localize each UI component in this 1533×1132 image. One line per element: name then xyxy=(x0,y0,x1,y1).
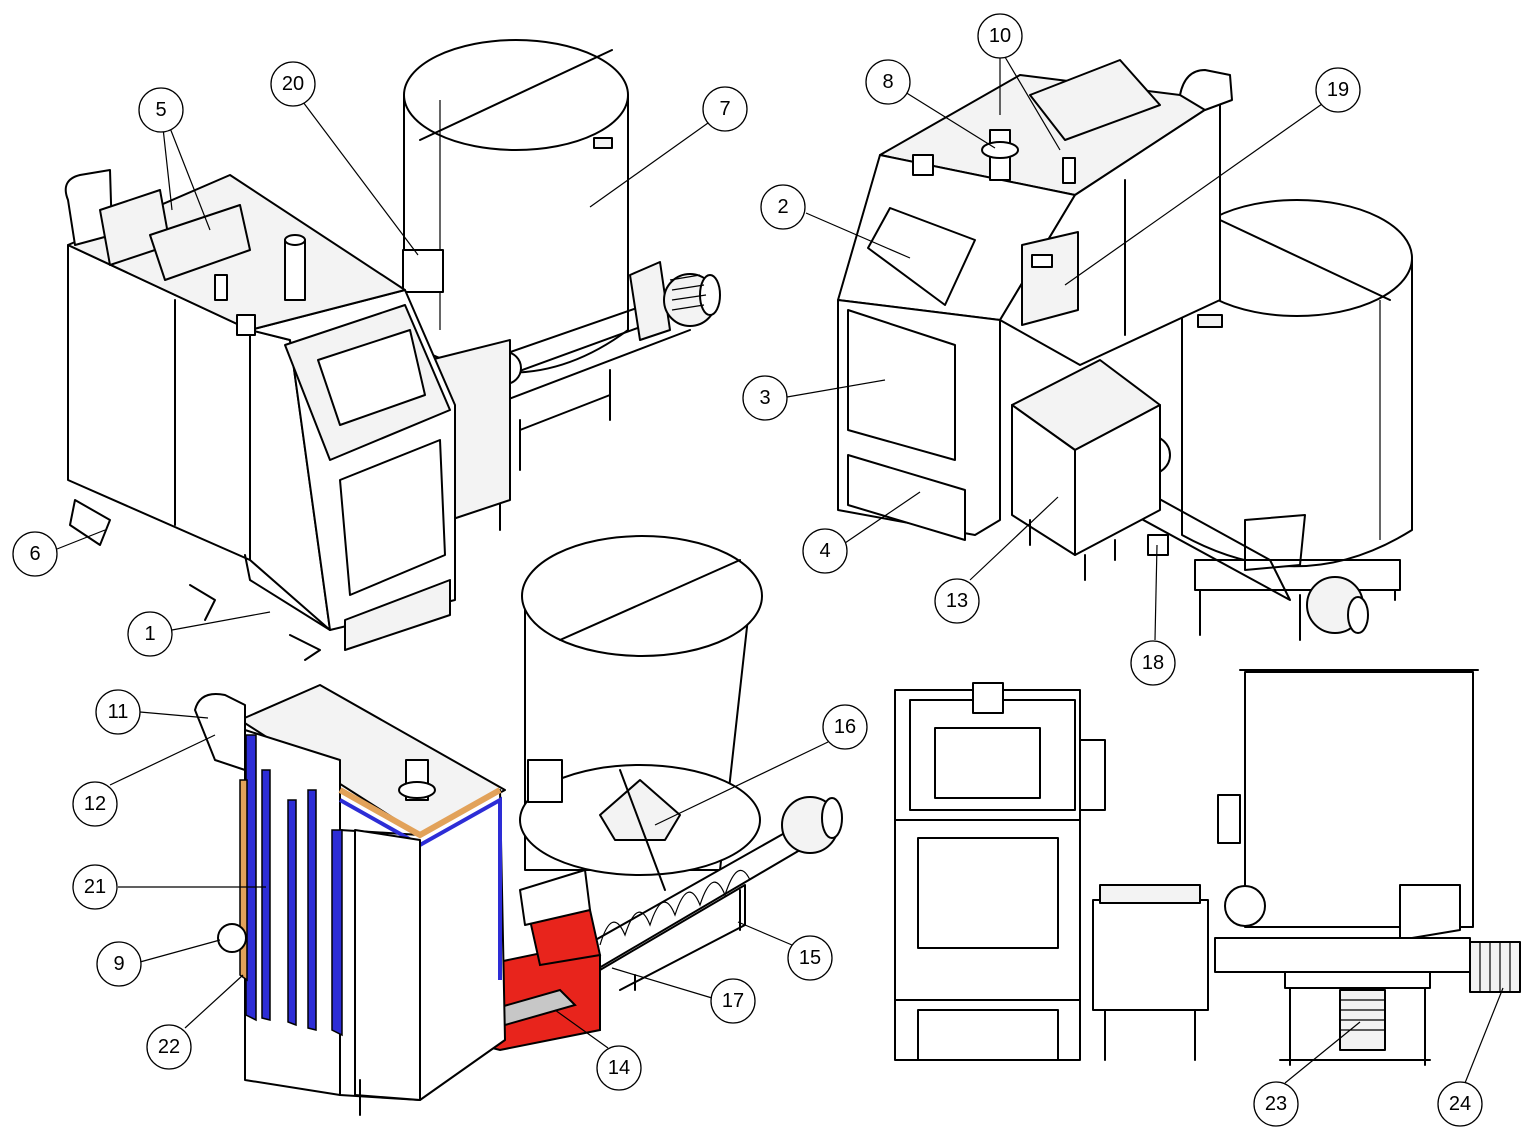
callout-leaders xyxy=(56,56,1504,1084)
callout-21: 21 xyxy=(72,864,118,910)
leader-20 xyxy=(302,101,419,256)
leader-4 xyxy=(844,491,921,544)
callout-13: 13 xyxy=(934,578,980,624)
view-bottom-left-section xyxy=(194,535,843,1116)
callout-bubbles: 1 2 3 4 5 6 7 8 9 10 11 12 13 14 15 16 1… xyxy=(12,13,1483,1127)
callout-2: 2 xyxy=(760,184,806,230)
leader-9 xyxy=(139,939,221,963)
callout-19-label: 19 xyxy=(1327,79,1349,101)
auger-motor xyxy=(629,261,721,341)
callout-7-label: 7 xyxy=(719,98,730,120)
callout-13-label: 13 xyxy=(946,590,968,612)
callout-5: 5 xyxy=(138,87,184,133)
callout-8: 8 xyxy=(865,59,911,105)
callout-12-label: 12 xyxy=(84,793,106,815)
leader-10b xyxy=(1004,56,1061,151)
callout-22-label: 22 xyxy=(158,1036,180,1058)
callout-24-label: 24 xyxy=(1449,1093,1471,1115)
callout-21-label: 21 xyxy=(84,876,106,898)
callout-9: 9 xyxy=(96,941,142,987)
leader-16 xyxy=(654,741,829,826)
auger-elevation xyxy=(1214,937,1521,1066)
boiler-cutaway xyxy=(194,684,506,1116)
leader-5b xyxy=(169,127,211,231)
callout-20-label: 20 xyxy=(282,73,304,95)
callout-10-label: 10 xyxy=(989,25,1011,47)
callout-1-label: 1 xyxy=(144,623,155,645)
boiler-elevation xyxy=(894,682,1106,1061)
leader-22 xyxy=(184,974,244,1029)
callout-3: 3 xyxy=(742,375,788,421)
leader-1 xyxy=(171,611,271,631)
boiler-body xyxy=(64,169,456,661)
callout-2-label: 2 xyxy=(777,196,788,218)
callout-7: 7 xyxy=(702,86,748,132)
leader-23 xyxy=(1284,1021,1361,1084)
view-top-right xyxy=(837,59,1413,641)
leader-24 xyxy=(1464,987,1504,1084)
burner-box-elevation xyxy=(1092,884,1209,1061)
hopper-elevation xyxy=(1217,669,1479,941)
leader-5a xyxy=(162,127,173,211)
leader-14 xyxy=(554,1009,609,1049)
leader-17 xyxy=(611,967,713,999)
callout-15-label: 15 xyxy=(799,947,821,969)
callout-23-label: 23 xyxy=(1265,1093,1287,1115)
view-bottom-right-elevation xyxy=(894,669,1521,1066)
leader-13 xyxy=(969,496,1059,581)
callout-4-label: 4 xyxy=(819,540,830,562)
callout-11: 11 xyxy=(95,689,141,735)
callout-12: 12 xyxy=(72,781,118,827)
callout-20: 20 xyxy=(270,61,316,107)
view-top-left xyxy=(64,39,721,661)
leader-2 xyxy=(805,212,911,259)
boiler-body-b xyxy=(837,59,1233,541)
callout-9-label: 9 xyxy=(113,953,124,975)
leader-12 xyxy=(109,734,216,786)
callout-18: 18 xyxy=(1130,640,1176,686)
leader-18 xyxy=(1154,544,1158,641)
leader-15 xyxy=(737,921,793,946)
callout-5-label: 5 xyxy=(155,99,166,121)
callout-18-label: 18 xyxy=(1142,652,1164,674)
leader-19 xyxy=(1064,103,1323,286)
fuel-hopper-c xyxy=(519,535,763,891)
callout-4: 4 xyxy=(802,528,848,574)
callout-16: 16 xyxy=(822,704,868,750)
callout-17: 17 xyxy=(710,978,756,1024)
fuel-hopper xyxy=(403,39,629,374)
leader-7 xyxy=(589,122,709,208)
callout-22: 22 xyxy=(146,1024,192,1070)
callout-16-label: 16 xyxy=(834,716,856,738)
callout-6-label: 6 xyxy=(29,543,40,565)
leader-8 xyxy=(904,91,996,149)
callout-15: 15 xyxy=(787,935,833,981)
leader-11 xyxy=(139,711,209,719)
control-unit xyxy=(402,249,444,293)
callout-17-label: 17 xyxy=(722,990,744,1012)
callout-3-label: 3 xyxy=(759,387,770,409)
leader-6 xyxy=(56,529,106,550)
leader-3 xyxy=(786,379,886,398)
callout-1: 1 xyxy=(127,611,173,657)
callout-23: 23 xyxy=(1253,1081,1299,1127)
callout-14-label: 14 xyxy=(608,1057,630,1079)
callout-19: 19 xyxy=(1315,67,1361,113)
callout-24: 24 xyxy=(1437,1081,1483,1127)
burner-box-b xyxy=(1011,359,1161,581)
callout-14: 14 xyxy=(596,1045,642,1091)
callout-11-label: 11 xyxy=(108,701,129,723)
fuel-hopper-b xyxy=(1181,199,1413,571)
callout-10: 10 xyxy=(977,13,1023,59)
callout-6: 6 xyxy=(12,531,58,577)
callout-8-label: 8 xyxy=(882,71,893,93)
